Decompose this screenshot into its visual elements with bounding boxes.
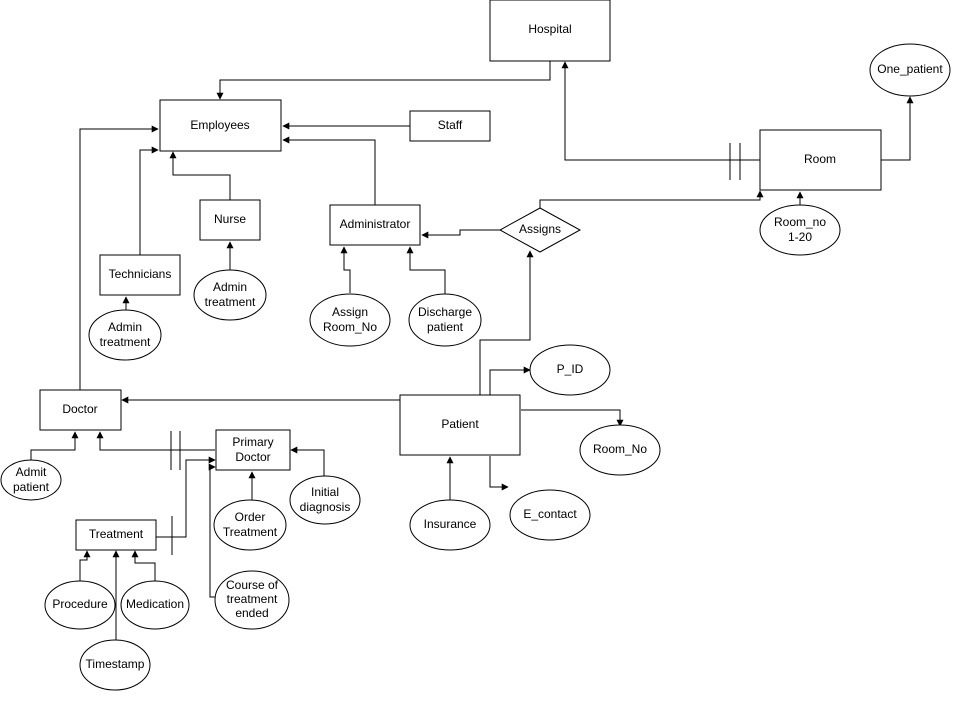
entity-nurse[interactable]: Nurse [199,199,261,241]
attribute-admit-patient-line1: Admit [16,465,47,479]
edge-doctor-employees [79,125,159,390]
attribute-assign-room-no-line2: Room_No [323,320,377,334]
edge-assigns-room [539,190,764,208]
attribute-e-contact-label: E_contact [523,507,577,521]
entity-nurse-label: Nurse [214,212,246,226]
edge-assignroomno-administrator [340,246,351,293]
edge-room-one-patient [881,96,914,161]
attribute-patient-room-no[interactable]: Room_No [579,424,661,476]
attribute-one-patient[interactable]: One_patient [869,43,951,97]
edge-diagnosis-primarydoctor [290,446,325,477]
attribute-procedure[interactable]: Procedure [44,580,116,630]
edge-patient-assigns [479,250,534,395]
attribute-assign-room-no-line1: Assign [332,305,368,319]
entity-employees-label: Employees [190,118,249,132]
attribute-order-treatment-line2: Treatment [223,525,278,539]
relationship-assigns[interactable]: Assigns [498,207,582,253]
edge-primarydoctor-doctor [96,431,215,451]
edge-discharge-administrator [406,246,446,294]
edge-admit-doctor [30,431,79,460]
attribute-admit-patient-line2: patient [13,480,50,494]
entity-administrator-label: Administrator [340,217,411,231]
edge-medication-treatment [131,550,156,581]
attribute-timestamp-label: Timestamp [86,657,145,671]
attribute-one-patient-label: One_patient [877,62,943,76]
attribute-insurance[interactable]: Insurance [409,499,491,551]
attribute-technicians-admin-treatment-line2: treatment [100,335,151,349]
entity-primary-doctor[interactable]: Primary Doctor [215,429,291,471]
edge-patient-roomno [521,409,624,427]
edge-patient-econtact [489,456,509,491]
entity-room-label: Room [804,152,836,166]
entity-hospital-label: Hospital [528,22,571,36]
attribute-course-line3: ended [235,606,268,620]
attribute-technicians-admin-treatment[interactable]: Admin treatment [88,309,162,361]
entity-doctor[interactable]: Doctor [39,389,122,431]
attribute-medication[interactable]: Medication [120,580,190,630]
edge-procedure-treatment [79,550,91,581]
attribute-timestamp[interactable]: Timestamp [79,639,151,691]
entity-technicians[interactable]: Technicians [99,254,181,296]
edge-technicians-employees [139,146,159,255]
attribute-course-line1: Course of [226,578,279,592]
edge-course-primarydoctor [208,463,216,598]
attribute-assign-room-no[interactable]: Assign Room_No [309,293,391,347]
edge-assigns-administrator [421,229,500,239]
edge-patient-pid [489,366,531,395]
entity-employees[interactable]: Employees [159,99,282,152]
attribute-p-id-label: P_ID [557,362,584,376]
entity-staff-label: Staff [438,118,463,132]
entity-treatment-label: Treatment [89,527,144,541]
entity-room[interactable]: Room [759,129,882,191]
attribute-order-treatment[interactable]: Order Treatment [213,499,287,551]
attribute-patient-room-no-label: Room_No [593,442,647,456]
edge-treatment-primarydoctor [156,456,216,538]
attribute-room-no-range-line1: Room_no [774,215,826,229]
attribute-technicians-admin-treatment-line1: Admin [108,320,142,334]
entity-patient[interactable]: Patient [399,394,521,456]
attribute-order-treatment-line1: Order [235,510,266,524]
attribute-course-of-treatment-ended[interactable]: Course of treatment ended [214,570,290,630]
entity-treatment[interactable]: Treatment [75,519,157,551]
entity-primary-doctor-label-line2: Doctor [235,450,270,464]
attribute-discharge-patient-line2: patient [427,320,464,334]
attribute-initial-diagnosis-line1: Initial [311,485,339,499]
entity-administrator[interactable]: Administrator [329,204,421,246]
relationship-assigns-label: Assigns [519,222,561,236]
attribute-nurse-admin-treatment-line1: Admin [213,280,247,294]
edge-administrator-employees [282,136,376,205]
entity-patient-label: Patient [441,417,479,431]
attribute-initial-diagnosis-line2: diagnosis [300,500,351,514]
attribute-admit-patient[interactable]: Admit patient [0,459,62,501]
attribute-procedure-label: Procedure [52,597,108,611]
edge-nurse-employees [169,151,231,200]
attribute-room-no-range[interactable]: Room_no 1-20 [759,204,841,256]
attribute-discharge-patient-line1: Discharge [418,305,472,319]
attribute-discharge-patient[interactable]: Discharge patient [408,293,482,347]
attribute-medication-label: Medication [126,597,184,611]
attribute-e-contact[interactable]: E_contact [509,489,591,541]
attribute-nurse-admin-treatment-line2: treatment [205,295,256,309]
attribute-nurse-admin-treatment[interactable]: Admin treatment [193,269,267,321]
entity-technicians-label: Technicians [109,267,172,281]
edge-room-hospital [561,61,760,161]
entity-staff[interactable]: Staff [409,110,491,142]
attribute-p-id[interactable]: P_ID [529,344,611,396]
entity-primary-doctor-label-line1: Primary [232,435,273,449]
entity-hospital[interactable]: Hospital [489,0,611,62]
entity-doctor-label: Doctor [62,402,97,416]
attribute-room-no-range-line2: 1-20 [788,230,812,244]
attribute-insurance-label: Insurance [424,517,477,531]
connectors [30,61,914,641]
attribute-course-line2: treatment [227,592,278,606]
edge-hospital-employees [216,61,551,100]
attribute-initial-diagnosis[interactable]: Initial diagnosis [289,475,361,525]
